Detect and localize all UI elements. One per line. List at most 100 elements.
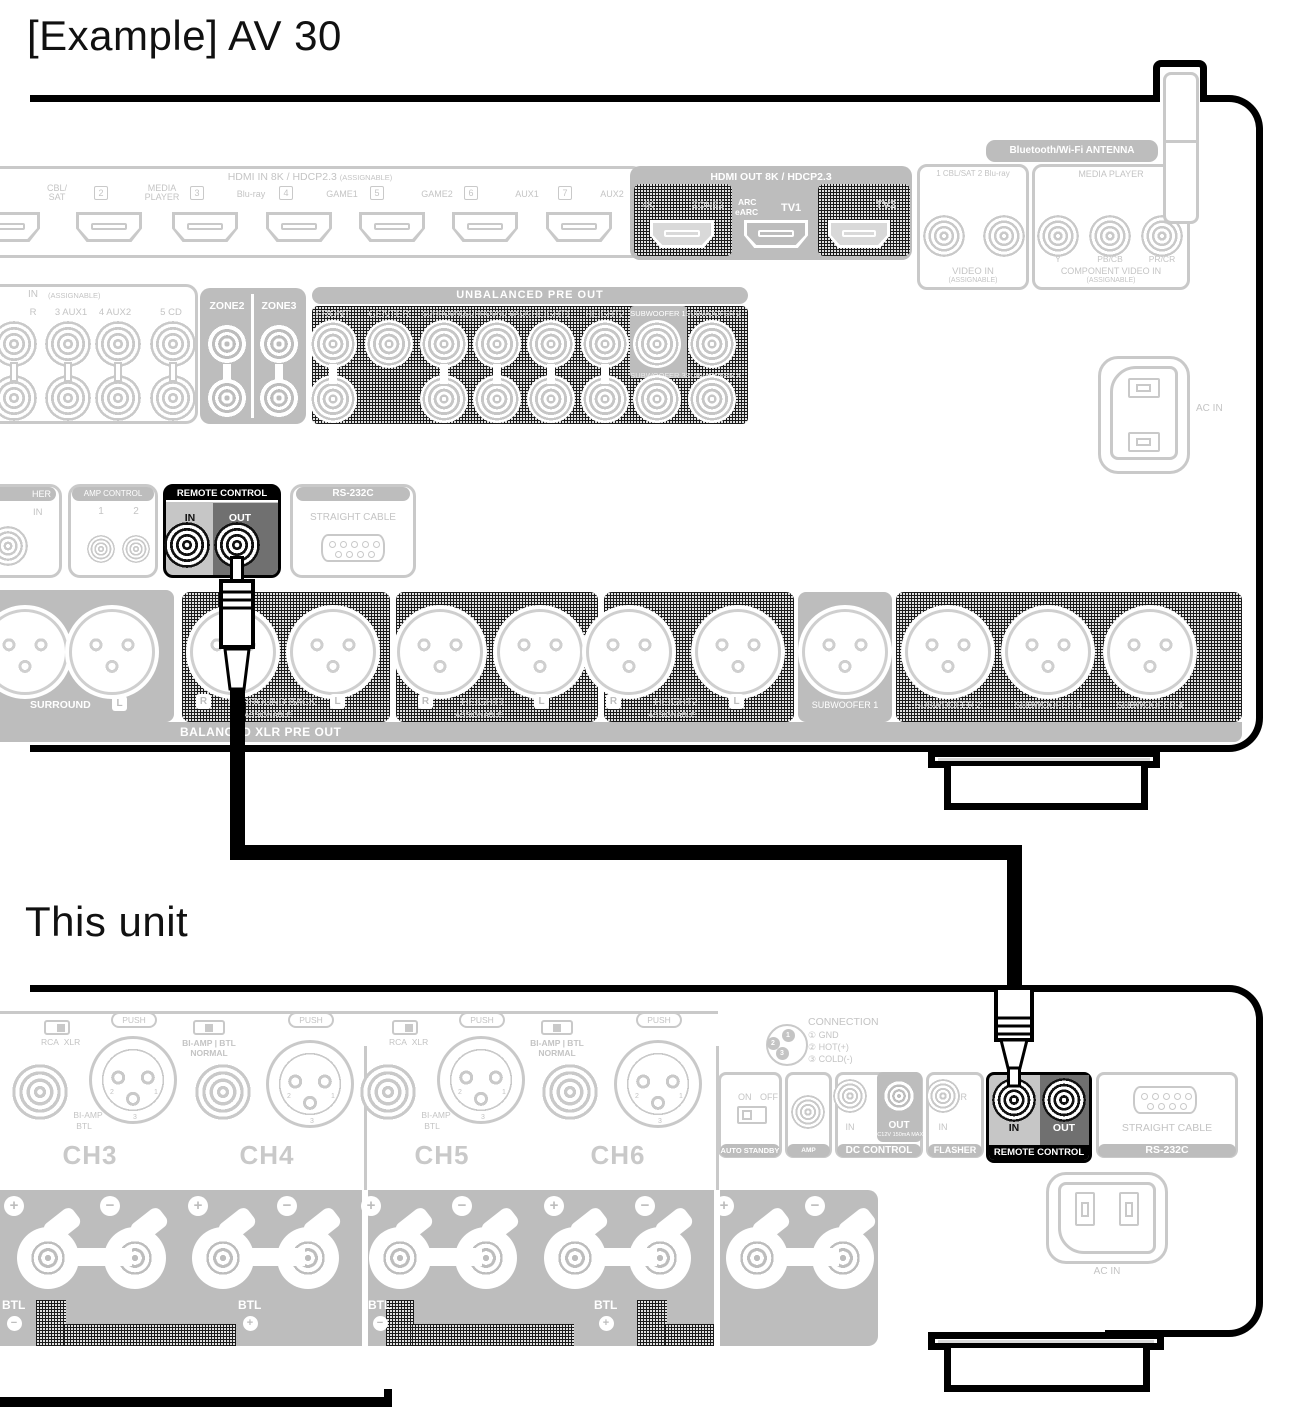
amp-control-label-lower: AMP CONTROL: [787, 1144, 830, 1167]
btl-note: BTL: [76, 1121, 92, 1131]
hdmi-port: [744, 220, 808, 248]
xlr-assignable-label: ASSIGNABLE: [648, 710, 696, 719]
ac-pin-slot-left: [1075, 1192, 1095, 1226]
component-header: MEDIA PLAYER: [1078, 169, 1144, 179]
hdmi-port: [76, 212, 142, 242]
hdmi-port: [452, 212, 518, 242]
ac-pin-slot-bottom: [1128, 432, 1160, 452]
xlr-section-label: HEIGHT2: [654, 697, 698, 708]
flasher-label-lower: FLASHER: [928, 1144, 982, 1157]
btl-hatch: [412, 1324, 574, 1346]
jack-link-bar: [601, 364, 609, 384]
hdmi-out-zone2-label: ZONE2: [692, 200, 724, 211]
rca-jack: [95, 321, 141, 367]
hdmi-out-arc-label: ARC: [738, 197, 757, 207]
rs232-label-lower: RS-232C: [1098, 1144, 1236, 1157]
unbalanced-ch-label: HEIGHT1: [531, 309, 571, 319]
btl-hatch: [36, 1300, 66, 1346]
rca-xlr-switch: [392, 1020, 418, 1035]
xlr-male-connector: [586, 609, 672, 695]
polarity-sign: −: [376, 1316, 384, 1329]
xlr-male-connector: [0, 609, 68, 695]
hdmi-port-slot: [664, 230, 700, 238]
rs232-pin: [356, 550, 364, 558]
unbalanced-preout-header: UNBALANCED PRE OUT: [312, 287, 748, 304]
jack-link-bar: [64, 362, 72, 382]
binding-post: [726, 1227, 788, 1289]
rca-jack: [542, 1064, 598, 1120]
auto-standby-off: OFF: [760, 1092, 778, 1102]
unbalanced-ch-label: SURROUND: [422, 309, 466, 318]
analog-in-assignable: (ASSIGNABLE): [48, 291, 101, 300]
polarity-mark: −: [277, 1196, 297, 1216]
push-tab: PUSH: [288, 1012, 334, 1028]
video-in-assignable: (ASSIGNABLE): [948, 277, 998, 284]
video-in-footer: VIDEO IN: [952, 266, 994, 277]
xlr-section-label: SURROUND BACK: [228, 697, 316, 708]
polarity-mark: +: [361, 1196, 381, 1216]
rca-jack: [0, 375, 37, 421]
hdmi-port-slot: [90, 222, 128, 230]
btl-label: BTL: [238, 1298, 262, 1312]
channel-side-tag: L: [534, 694, 549, 709]
unit-foot: [944, 1348, 1150, 1392]
hdmi-out-tv1-label: TV1: [781, 202, 802, 214]
hdmi-port-inner: [831, 223, 887, 245]
xlr-male-connector: [397, 609, 483, 695]
connection-pin: 1: [781, 1028, 795, 1042]
polarity-mark: −: [635, 1196, 655, 1216]
rca-jack: [527, 320, 575, 368]
polarity-mark: −: [452, 1196, 472, 1216]
video-in-header: 1 CBL/SAT 2 Blu-ray: [936, 169, 1010, 178]
remote-cable-horizontal: [229, 845, 1022, 860]
binding-post: [17, 1227, 79, 1289]
channel-side-tag: L: [729, 694, 744, 709]
rca-jack: [0, 321, 37, 367]
xlr-assignable-label: ASSIGNABLE: [244, 710, 292, 719]
hdmi-out-tv2-label: TV2: [875, 199, 897, 211]
ac-inlet-inner-lower: [1058, 1182, 1156, 1254]
hdmi-port-label: CBL/: [46, 183, 67, 193]
normal-label: NORMAL: [190, 1048, 228, 1058]
ac-in-label-lower: AC IN: [1093, 1266, 1121, 1277]
hdmi-port-number: 2: [94, 186, 108, 200]
rca-jack: [633, 320, 681, 368]
jack-link-bar: [599, 1248, 657, 1266]
polarity-mark: +: [188, 1196, 208, 1216]
connection-pin-number: 3: [780, 1049, 784, 1057]
polarity-sign: +: [602, 1316, 610, 1329]
polarity-mark: +: [4, 1196, 24, 1216]
hdmi-in-assignable: (ASSIGNABLE): [339, 173, 393, 182]
hdmi-port-inner: [0, 215, 37, 239]
rca-jack: [164, 522, 210, 568]
rs232-pin: [345, 550, 353, 558]
polarity-sign: +: [549, 1197, 559, 1214]
rca-jack: [581, 320, 629, 368]
unit-foot-left-hook: [384, 1389, 392, 1399]
polarity-mark: −: [6, 1315, 22, 1331]
hdmi-port-label: MEDIA: [147, 183, 177, 193]
xlr-pin-number: 3: [481, 1114, 485, 1121]
binding-post: [369, 1227, 431, 1289]
rca-jack: [150, 321, 196, 367]
rca-plug-upper: [219, 556, 255, 692]
polarity-sign: −: [282, 1197, 292, 1214]
btl-label: BTL: [368, 1298, 392, 1312]
hdmi-out-4k-label: 4K: [642, 200, 655, 211]
rs232-pin: [362, 541, 369, 548]
remote-cable-vertical-2: [1006, 845, 1022, 992]
jack-link-bar: [329, 364, 337, 384]
hdmi-out-header: HDMI OUT 8K / HDCP2.3: [710, 171, 832, 183]
hdmi-port-label: AUX1: [515, 189, 539, 199]
rs232-pin: [1168, 1102, 1176, 1110]
btl-hatch: [665, 1324, 714, 1346]
push-tab: PUSH: [111, 1012, 157, 1028]
polarity-mark: +: [242, 1315, 258, 1331]
hdmi-port: [0, 212, 40, 242]
rs232-connector: [1133, 1086, 1197, 1114]
polarity-sign: +: [366, 1197, 376, 1214]
flasher-ir-label: IR: [958, 1092, 967, 1102]
connection-pin: 2: [766, 1036, 780, 1050]
remote-cable-vertical-1: [229, 682, 245, 852]
